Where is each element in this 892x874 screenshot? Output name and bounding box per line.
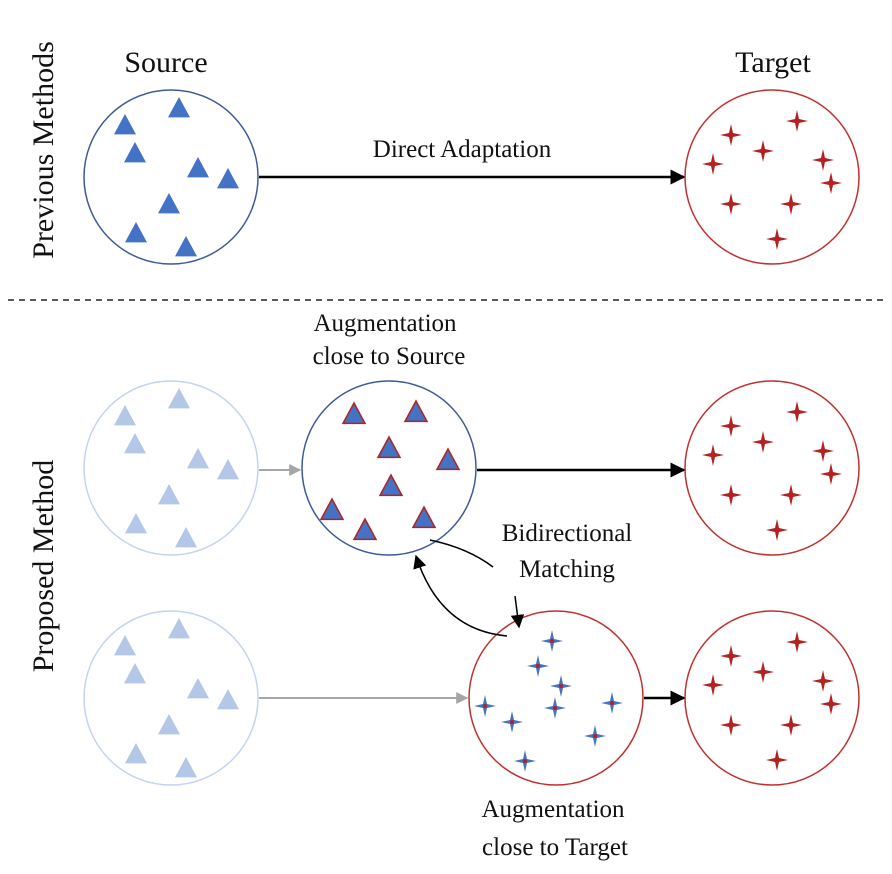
source-triangle — [175, 236, 197, 257]
source-triangle — [124, 142, 146, 163]
target-star — [780, 714, 802, 736]
faded-source-triangle — [168, 618, 190, 639]
target-star — [702, 153, 724, 175]
faded-source-triangle — [158, 484, 180, 505]
aug-source-label-line1: Augmentation — [313, 310, 457, 337]
augmented-target-star-center — [593, 734, 597, 738]
faded-source-triangle — [175, 527, 197, 548]
target-star — [766, 519, 788, 541]
target-star — [720, 415, 742, 437]
arrow-match-to-aug-target — [510, 595, 525, 629]
target-star — [752, 140, 774, 162]
augmented-target-points — [474, 630, 623, 772]
target-star — [820, 463, 842, 485]
target-star — [786, 401, 808, 423]
faded-source-triangle — [217, 689, 239, 710]
target-star — [812, 149, 834, 171]
source-triangle — [158, 193, 180, 214]
target-star — [786, 631, 808, 653]
curve-match-from-aug-source — [429, 539, 494, 568]
bidirectional-label-line2: Matching — [519, 556, 615, 583]
augmented-target-star-center — [610, 701, 614, 705]
bidirectional-label-line1: Bidirectional — [502, 520, 633, 547]
source-points — [114, 97, 239, 257]
augmented-source-triangle — [341, 401, 367, 425]
target-label: Target — [735, 46, 811, 79]
node-prev-source — [83, 89, 259, 265]
faded-source-triangle — [125, 513, 147, 534]
target-star — [720, 645, 742, 667]
source-triangle — [187, 157, 209, 178]
node-prop-aug-target — [468, 610, 644, 786]
faded-source-triangle — [124, 433, 146, 454]
aug-target-label-line1: Augmentation — [481, 796, 625, 823]
aug-source-label-line2: close to Source — [313, 343, 466, 370]
augmented-source-triangle — [411, 505, 437, 529]
augmented-source-triangle — [352, 517, 378, 541]
faded-source-points — [114, 388, 239, 548]
faded-source-triangle — [114, 635, 136, 656]
target-star — [752, 431, 774, 453]
node-prop-source-1 — [83, 380, 259, 556]
target-star — [812, 440, 834, 462]
target-star — [780, 484, 802, 506]
faded-source-points — [114, 618, 239, 778]
target-points — [702, 401, 842, 541]
augmented-target-star-center — [483, 704, 487, 708]
source-label: Source — [124, 46, 207, 79]
augmented-target-star-center — [550, 639, 554, 643]
faded-source-triangle — [168, 388, 190, 409]
target-star — [780, 193, 802, 215]
target-star — [766, 749, 788, 771]
augmented-source-triangle — [319, 497, 345, 521]
target-star — [720, 714, 742, 736]
target-star — [812, 670, 834, 692]
target-points — [702, 631, 842, 771]
faded-source-triangle — [114, 405, 136, 426]
augmented-target-star-center — [553, 706, 557, 710]
augmented-target-star-center — [536, 664, 540, 668]
faded-source-triangle — [187, 448, 209, 469]
faded-source-triangle — [217, 459, 239, 480]
target-star — [720, 484, 742, 506]
augmented-source-triangle — [376, 435, 402, 459]
source-triangle — [168, 97, 190, 118]
target-star — [820, 172, 842, 194]
target-star — [786, 110, 808, 132]
node-prop-aug-source — [301, 380, 477, 556]
target-star — [702, 674, 724, 696]
augmented-source-triangle — [403, 399, 429, 423]
node-prop-source-2 — [83, 610, 259, 786]
target-star — [720, 193, 742, 215]
arrow-match-to-aug-source — [413, 554, 508, 637]
faded-source-triangle — [125, 743, 147, 764]
target-star — [702, 444, 724, 466]
faded-source-triangle — [187, 678, 209, 699]
augmented-target-star-center — [510, 720, 514, 724]
source-triangle — [114, 114, 136, 135]
target-points — [702, 110, 842, 250]
faded-source-triangle — [124, 663, 146, 684]
row-label-proposed-method: Proposed Method — [27, 460, 60, 673]
target-star — [752, 661, 774, 683]
direct-adaptation-label: Direct Adaptation — [373, 136, 552, 163]
augmented-target-star-center — [559, 684, 563, 688]
faded-source-triangle — [158, 714, 180, 735]
augmented-source-triangle — [435, 447, 461, 471]
aug-target-label-line2: close to Target — [482, 834, 628, 861]
source-triangle — [217, 168, 239, 189]
row-label-previous-methods: Previous Methods — [27, 41, 60, 259]
target-star — [766, 228, 788, 250]
augmented-source-triangle — [378, 473, 404, 497]
target-star — [720, 124, 742, 146]
source-triangle — [125, 222, 147, 243]
augmented-source-points — [319, 399, 461, 541]
faded-source-triangle — [175, 757, 197, 778]
augmented-target-star-center — [523, 759, 527, 763]
target-star — [820, 693, 842, 715]
